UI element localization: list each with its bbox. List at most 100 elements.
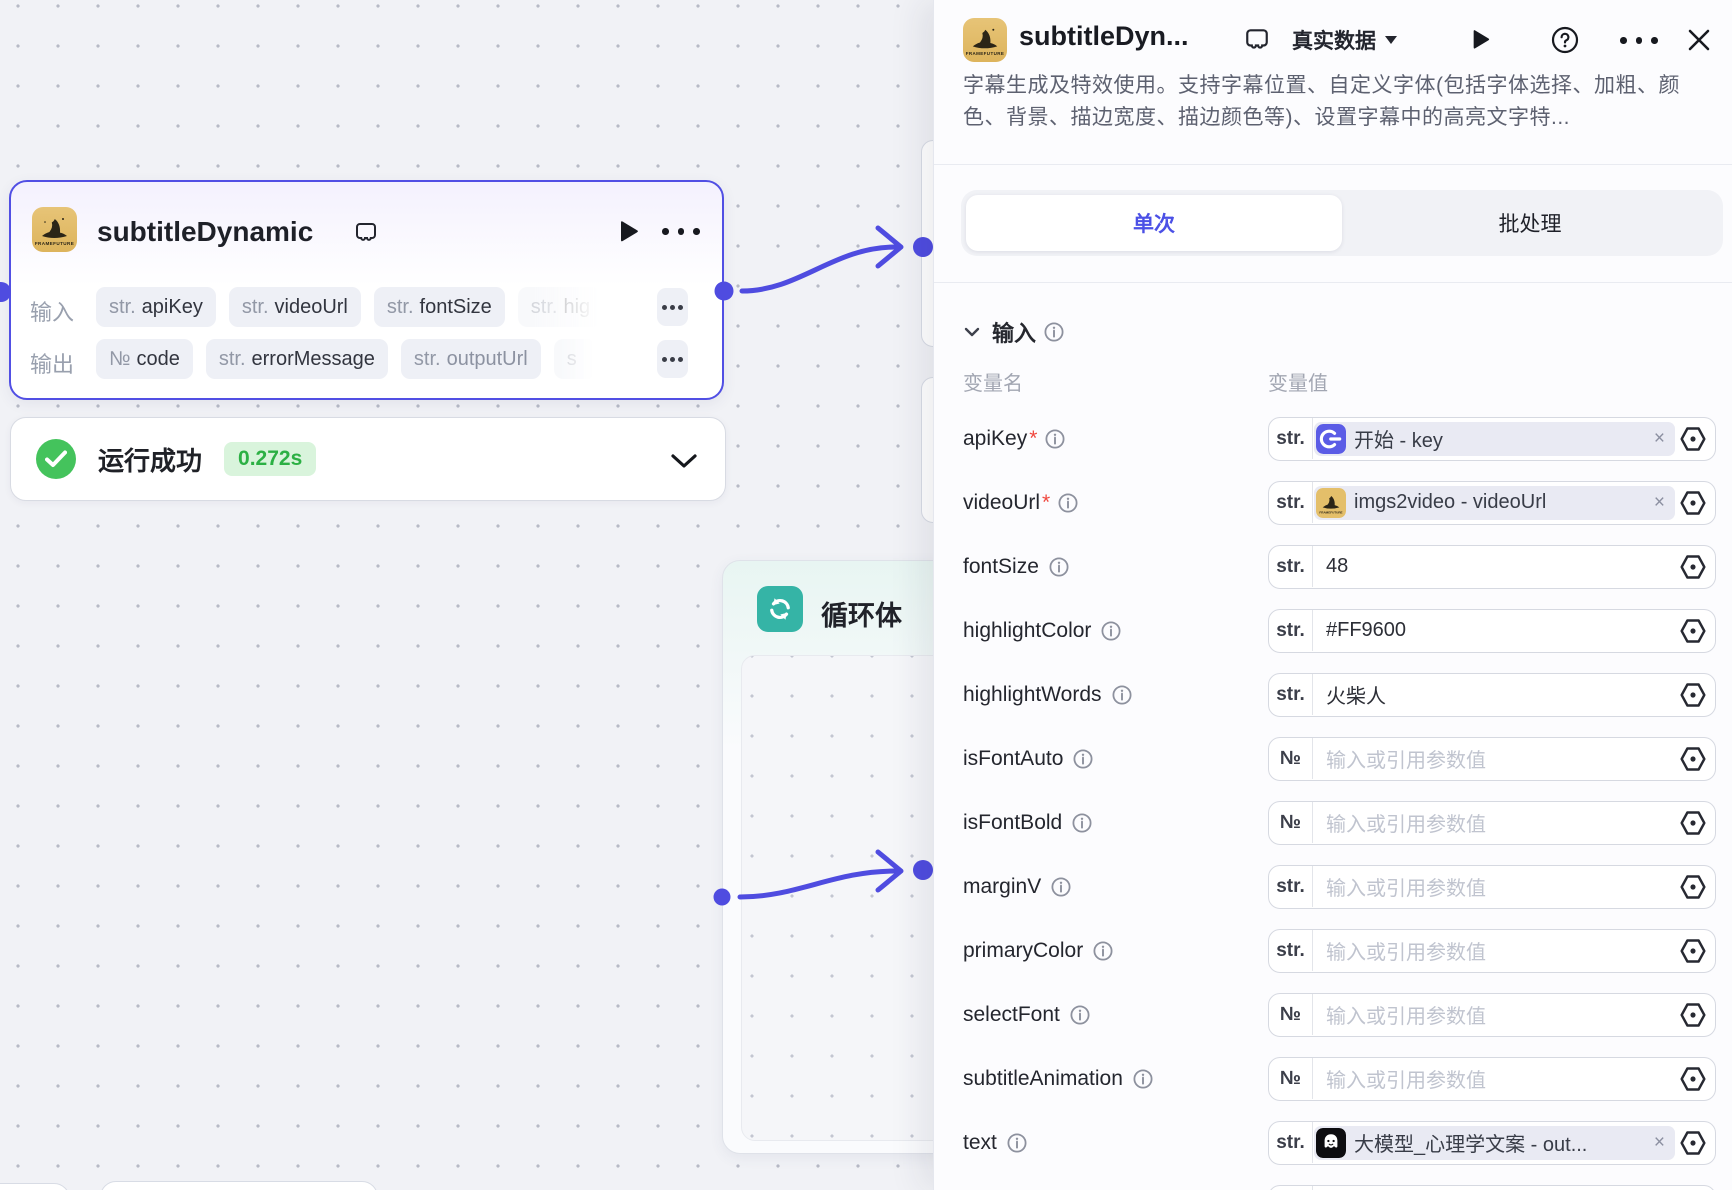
start-icon	[1316, 423, 1346, 454]
value-input[interactable]: str. 输入或引用参数值 ×	[1268, 929, 1716, 973]
reference-selector-icon[interactable]	[1679, 682, 1707, 713]
status-chevron-down-icon[interactable]	[671, 454, 697, 468]
tab-batch[interactable]: 批处理	[1498, 213, 1562, 236]
info-icon	[1070, 1005, 1090, 1025]
run-duration-badge: 0.272s	[224, 442, 317, 476]
reference-selector-icon[interactable]	[1679, 938, 1707, 969]
reference-pill[interactable]: 大模型_心理学文案 - out... ×	[1314, 1125, 1675, 1160]
reference-selector-icon[interactable]	[1679, 810, 1707, 841]
reference-selector-icon[interactable]	[1679, 746, 1707, 777]
run-mode-tabs: 单次 批处理	[961, 190, 1723, 256]
value-input[interactable]: str. 48 ×	[1268, 545, 1716, 589]
value-input[interactable]: str. FRAMEFUTURE imgs2video - videoUrl ×	[1268, 481, 1716, 525]
node-more-button[interactable]	[662, 228, 700, 235]
io-tag[interactable]: str.errorMessage	[205, 339, 388, 379]
partial-node-bottom	[100, 1181, 378, 1190]
io-tag[interactable]: str.outputUrl	[400, 339, 541, 379]
io-tag[interactable]: str.apiKey	[96, 287, 216, 327]
run-status-bar[interactable]: 运行成功 0.272s	[10, 417, 726, 501]
value-text: 输入或引用参数值	[1326, 942, 1486, 964]
type-badge: №	[1269, 994, 1313, 1035]
type-badge: №	[1269, 1058, 1313, 1099]
type-badge: №	[1269, 802, 1313, 843]
io-tag[interactable]: s	[553, 339, 596, 379]
parameter-name: highlightWords	[963, 683, 1102, 706]
reference-selector-icon[interactable]	[1679, 490, 1707, 521]
io-tag[interactable]: str.videoUrl	[228, 287, 361, 327]
info-icon	[1045, 429, 1065, 449]
info-icon	[1049, 557, 1069, 577]
help-button[interactable]	[1551, 26, 1579, 54]
node-input-tags: str.apiKey str.videoUrl str.fontSize str.hi…	[96, 287, 654, 327]
reference-selector-icon[interactable]	[1679, 618, 1707, 649]
reference-selector-icon[interactable]	[1679, 1066, 1707, 1097]
parameter-row: subtitleAnimation № 输入或引用参数值 ×	[934, 1057, 1732, 1101]
reference-selector-icon[interactable]	[1679, 1130, 1707, 1161]
column-header-value: 变量值	[1268, 373, 1328, 395]
reference-selector-icon[interactable]	[1679, 426, 1707, 457]
section-chevron-down-icon	[964, 327, 980, 337]
badge-icon	[356, 223, 376, 241]
parameter-row: selectFont № 输入或引用参数值 ×	[934, 993, 1732, 1037]
info-icon	[1101, 621, 1121, 641]
value-text: 输入或引用参数值	[1326, 814, 1486, 836]
remove-reference-icon[interactable]: ×	[1653, 1131, 1665, 1153]
type-badge: str.	[1269, 546, 1313, 587]
info-icon	[1093, 941, 1113, 961]
remove-reference-icon[interactable]: ×	[1653, 491, 1665, 513]
parameter-name: videoUrl	[963, 491, 1041, 514]
value-input[interactable]: str. 火柴人 ×	[1268, 673, 1716, 717]
next-row-partial	[1268, 1185, 1716, 1190]
output-tags-more-button[interactable]	[657, 340, 688, 378]
panel-more-button[interactable]	[1620, 37, 1658, 44]
value-input[interactable]: № 输入或引用参数值 ×	[1268, 993, 1716, 1037]
badge-icon[interactable]	[1244, 27, 1270, 51]
value-input[interactable]: № 输入或引用参数值 ×	[1268, 1057, 1716, 1101]
parameter-name: highlightColor	[963, 619, 1092, 642]
value-text: 输入或引用参数值	[1326, 1070, 1486, 1092]
type-badge: str.	[1269, 866, 1313, 907]
reference-selector-icon[interactable]	[1679, 554, 1707, 585]
parameter-row: highlightWords str. 火柴人 ×	[934, 673, 1732, 717]
io-tag[interactable]: str.hig	[517, 287, 604, 327]
info-icon	[1058, 493, 1078, 513]
column-header-name: 变量名	[963, 373, 1023, 395]
partial-node-bottom	[0, 1183, 70, 1190]
node-run-button[interactable]	[617, 219, 641, 245]
required-asterisk: *	[1042, 491, 1051, 514]
remove-reference-icon[interactable]: ×	[1653, 427, 1665, 449]
data-mode-dropdown[interactable]: 真实数据	[1292, 26, 1397, 54]
input-tags-more-button[interactable]	[657, 288, 688, 326]
reference-selector-icon[interactable]	[1679, 1002, 1707, 1033]
value-text: #FF9600	[1326, 619, 1407, 641]
value-input[interactable]: str. 大模型_心理学文案 - out... ×	[1268, 1121, 1716, 1165]
reference-pill[interactable]: FRAMEFUTURE imgs2video - videoUrl ×	[1314, 485, 1675, 520]
value-input[interactable]: str. #FF9600 ×	[1268, 609, 1716, 653]
value-input[interactable]: № 输入或引用参数值 ×	[1268, 737, 1716, 781]
input-section-header[interactable]: 输入	[964, 318, 1064, 346]
tab-single[interactable]: 单次	[966, 195, 1342, 251]
framefuture-panel-icon: FRAMEFUTURE	[963, 18, 1007, 62]
success-check-icon	[36, 439, 76, 479]
parameter-name: apiKey	[963, 427, 1028, 450]
panel-run-button[interactable]	[1470, 27, 1492, 53]
value-input[interactable]: № 输入或引用参数值 ×	[1268, 801, 1716, 845]
framefuture-node-icon: FRAMEFUTURE	[32, 207, 77, 252]
subtitle-dynamic-node[interactable]: FRAMEFUTURE subtitleDynamic 输入 str.apiKe…	[9, 180, 724, 400]
reference-label: 开始 - key	[1354, 430, 1443, 452]
svg-text:FRAMEFUTURE: FRAMEFUTURE	[966, 51, 1004, 56]
framefuture-icon: FRAMEFUTURE	[1316, 487, 1346, 518]
parameter-row: text str. 大模型_心理学文案 - out... ×	[934, 1121, 1732, 1165]
loop-icon	[757, 586, 803, 632]
io-tag[interactable]: str.fontSize	[373, 287, 505, 327]
reference-pill[interactable]: 开始 - key ×	[1314, 421, 1675, 456]
info-icon	[1072, 813, 1092, 833]
reference-selector-icon[interactable]	[1679, 874, 1707, 905]
value-input[interactable]: str. 输入或引用参数值 ×	[1268, 865, 1716, 909]
parameter-name: subtitleAnimation	[963, 1067, 1123, 1090]
type-badge: str.	[1269, 610, 1313, 651]
close-icon[interactable]	[1686, 27, 1712, 53]
value-input[interactable]: str. 开始 - key ×	[1268, 417, 1716, 461]
